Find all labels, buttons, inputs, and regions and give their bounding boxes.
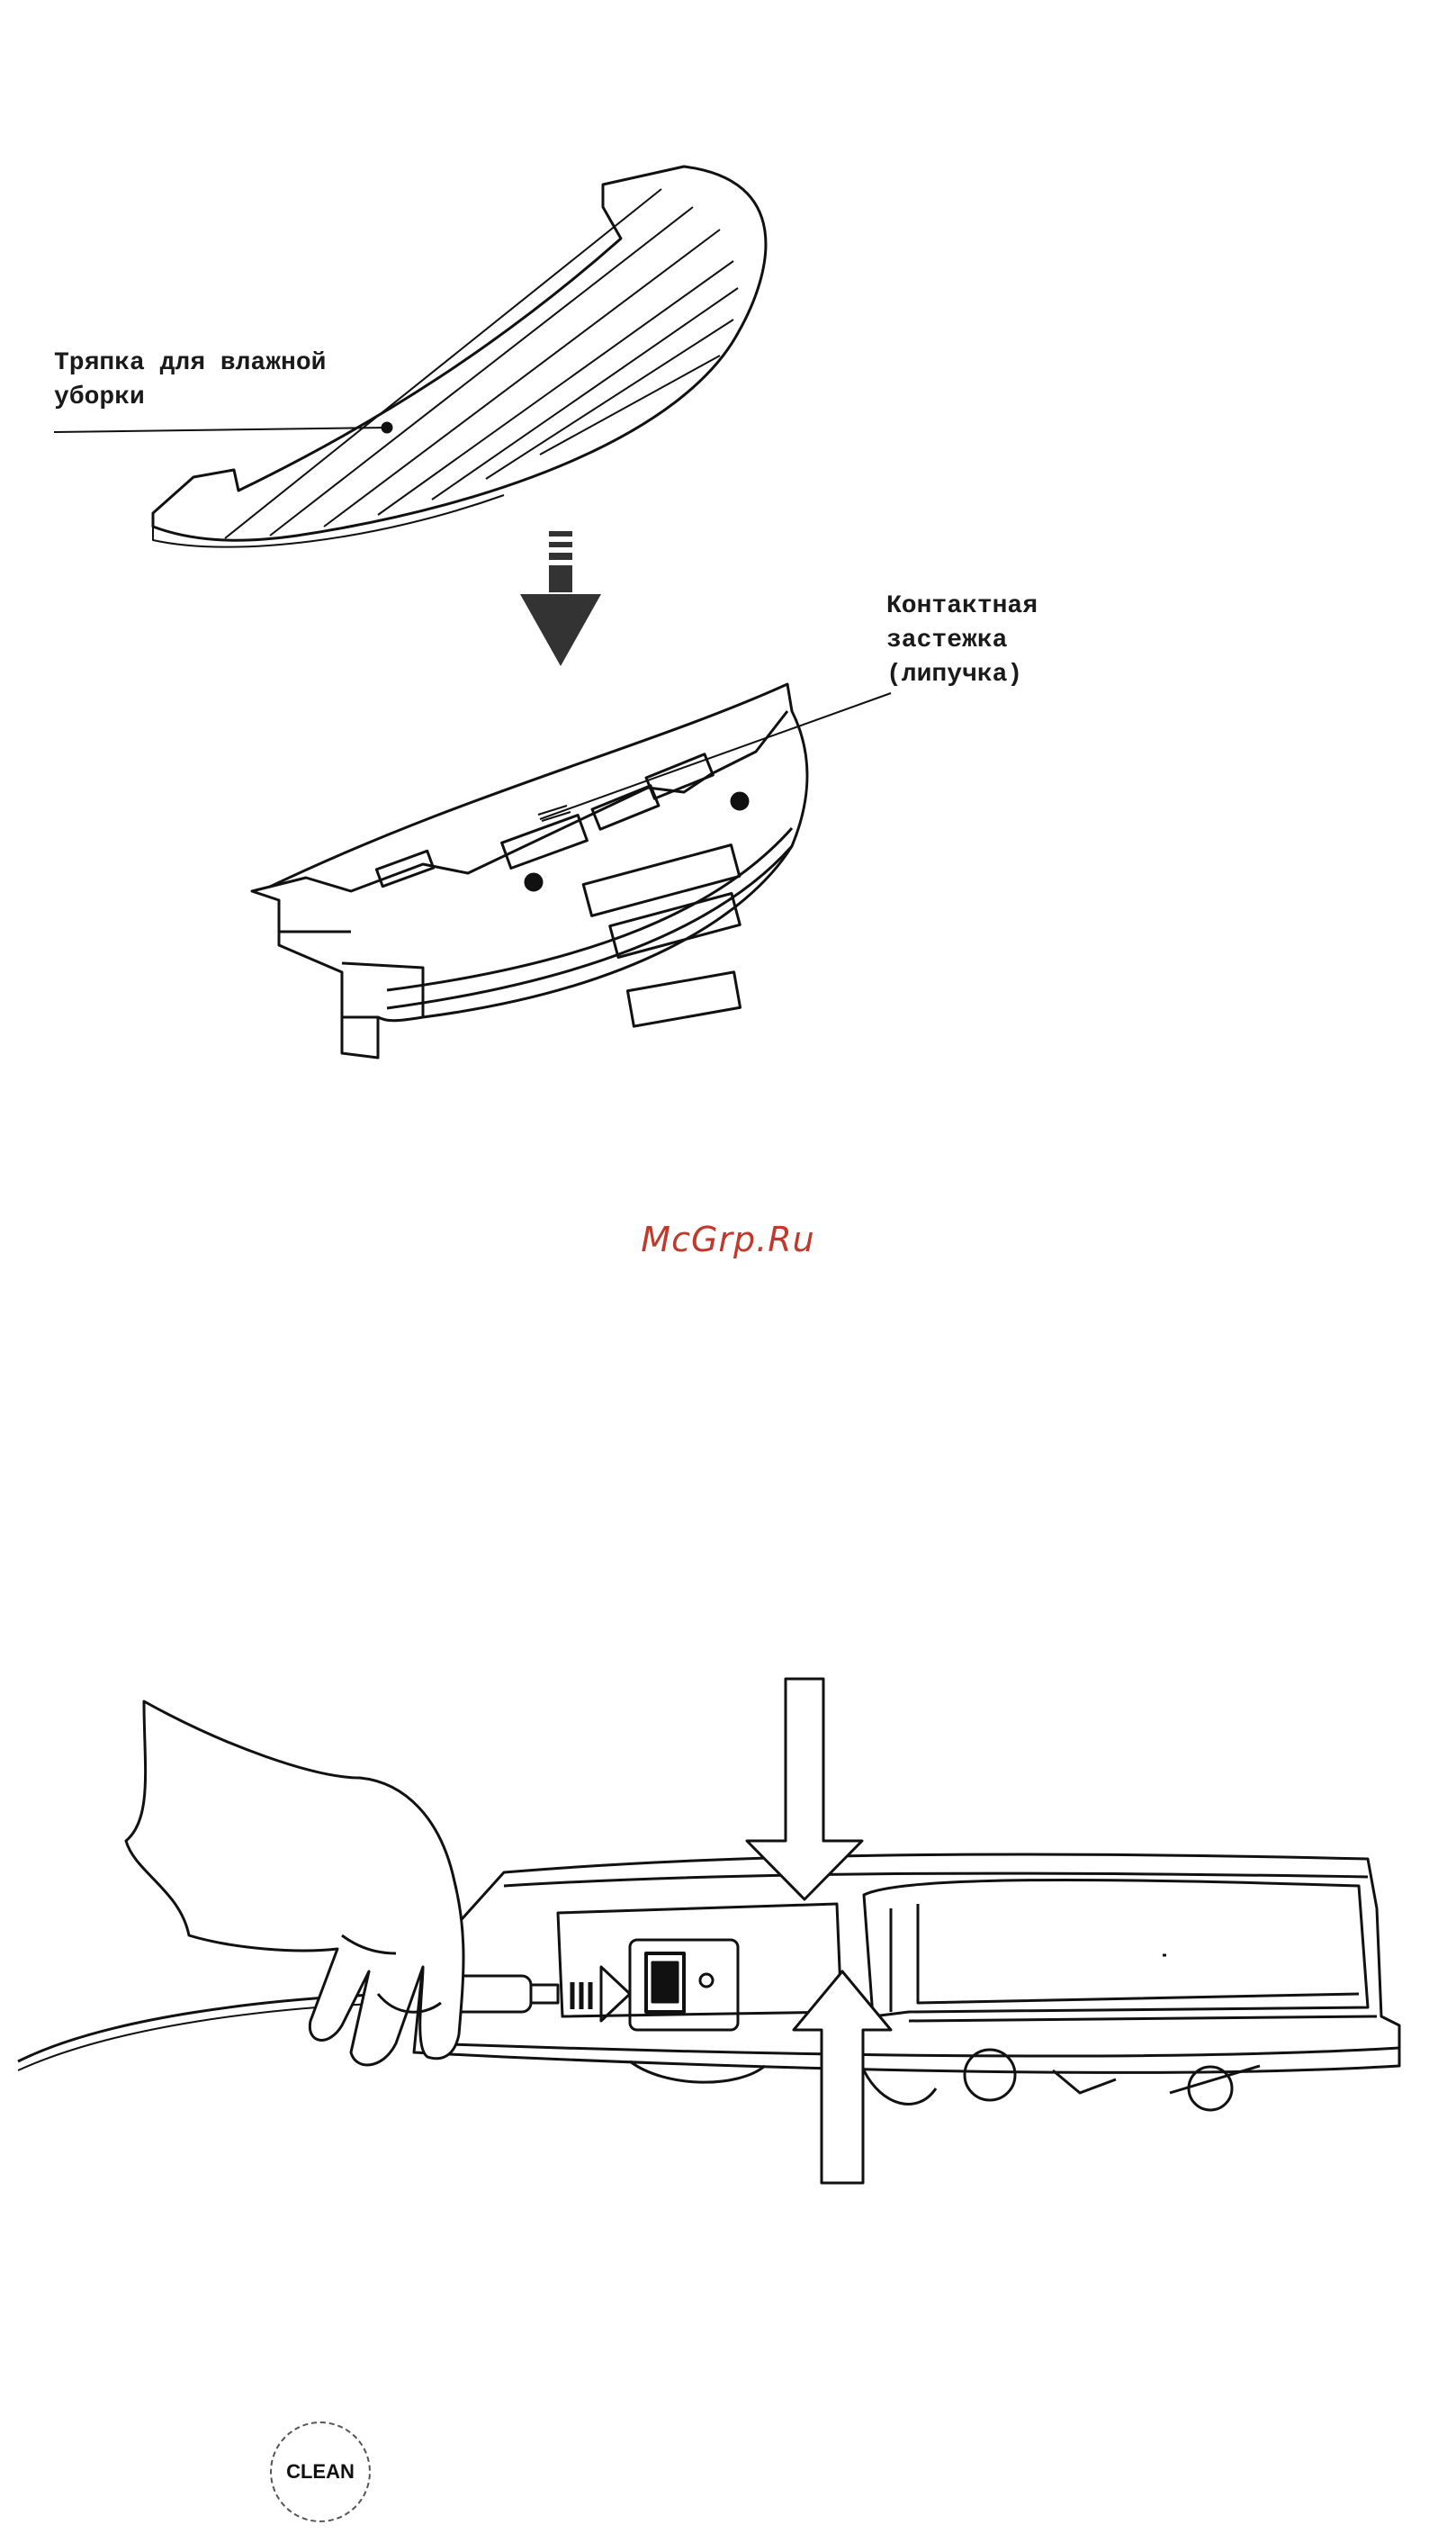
mop-cloth-label-line-2: уборки bbox=[54, 381, 326, 415]
up-arrow-outline-icon bbox=[794, 1971, 891, 2183]
water-tank bbox=[252, 684, 807, 1058]
mop-attachment-illustration bbox=[0, 0, 1456, 1134]
velcro-label-line-1: Контактная bbox=[886, 590, 1038, 624]
robot-body bbox=[414, 1854, 1399, 2072]
down-arrow-outline-icon bbox=[747, 1679, 862, 1899]
velcro-label-line-3: (липучка) bbox=[886, 658, 1038, 692]
hand bbox=[126, 1701, 463, 2065]
velcro-label-line-2: застежка bbox=[886, 624, 1038, 658]
down-arrow-icon bbox=[520, 531, 601, 666]
watermark: McGrp.Ru bbox=[0, 1220, 1456, 1259]
mop-cloth-label-line-1: Тряпка для влажной bbox=[54, 347, 326, 381]
clean-button-icon: CLEAN bbox=[270, 2421, 371, 2522]
mop-cloth-label: Тряпка для влажной уборки bbox=[54, 347, 326, 415]
clean-button-label: CLEAN bbox=[286, 2460, 355, 2484]
velcro-label: Контактная застежка (липучка) bbox=[886, 590, 1038, 692]
power-cable bbox=[18, 1994, 396, 2061]
